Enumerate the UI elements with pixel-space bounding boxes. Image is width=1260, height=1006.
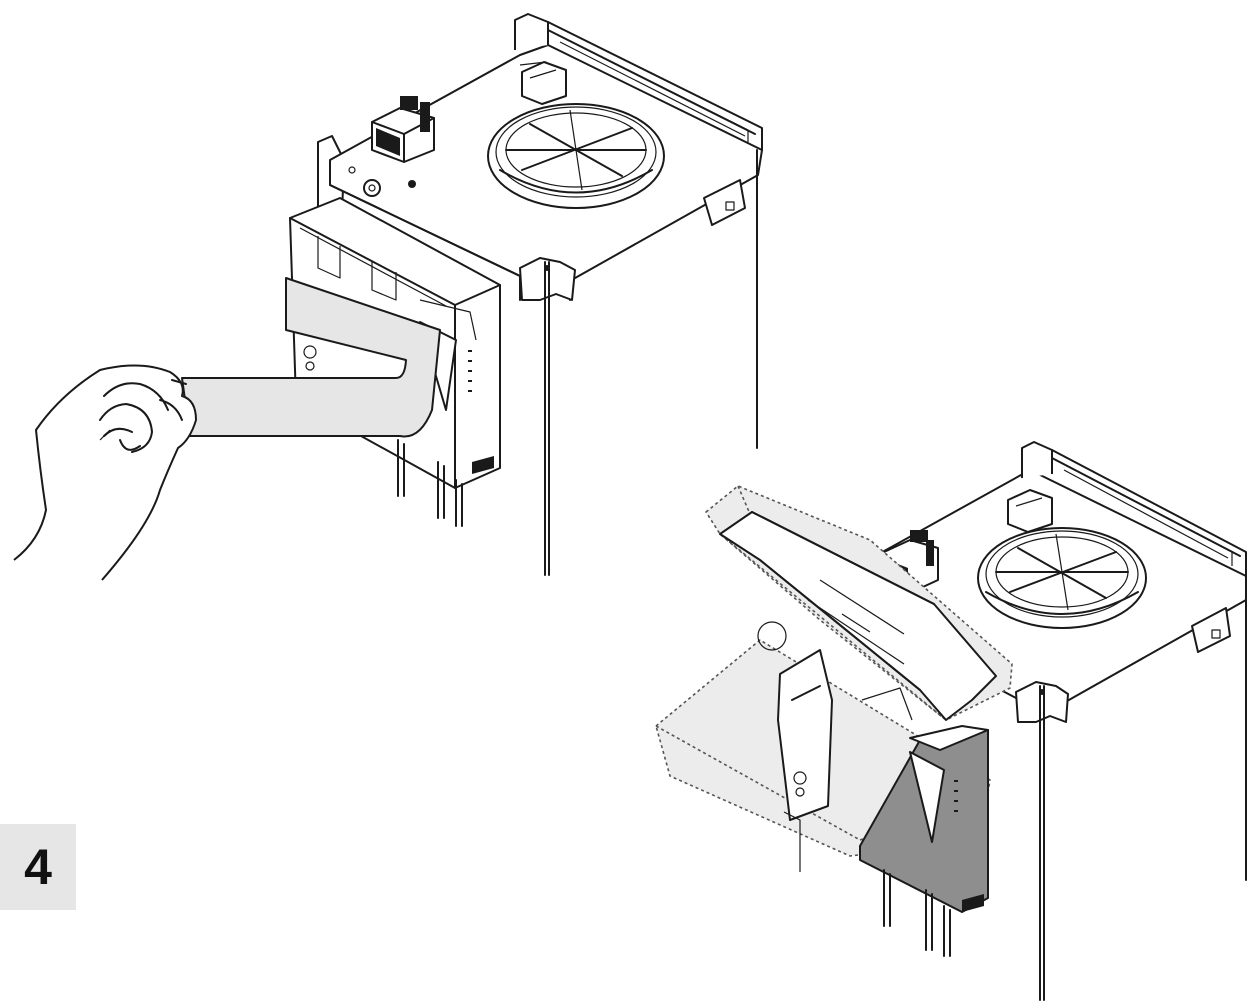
actuator-block [371,96,435,163]
control-box [859,725,989,957]
hand-pulling-tab-icon [13,364,197,581]
step-number: 4 [24,839,52,895]
boiler-top-view [13,13,763,581]
fan-grille-icon [487,61,665,209]
boiler-open-view [655,441,1247,1001]
control-box-lid [719,511,997,721]
step-number-box: 4 [0,824,76,910]
fan-grille-icon [977,527,1147,629]
